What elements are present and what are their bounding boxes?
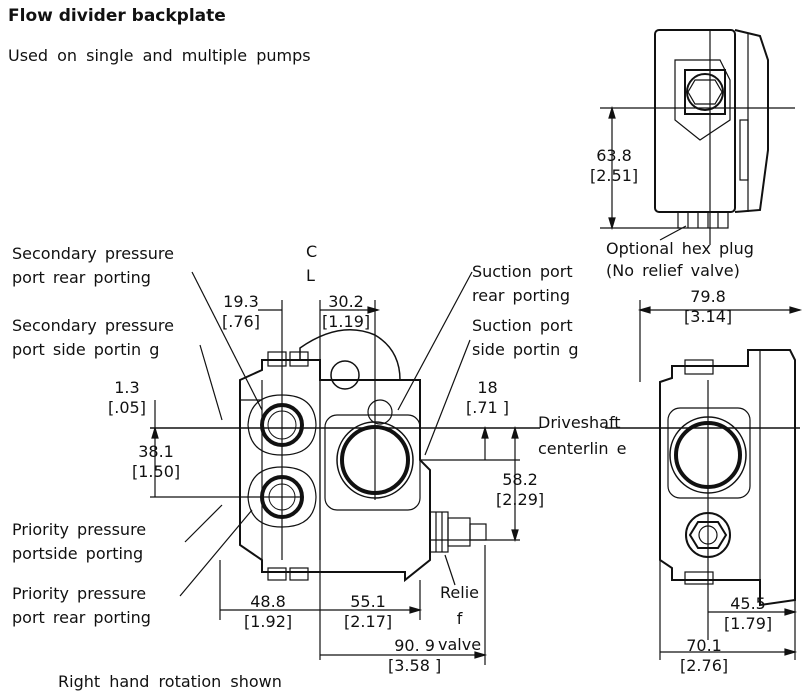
dim-55-1: 55.1[2.17] xyxy=(344,592,393,631)
page-title: Flow divider backplate xyxy=(8,6,226,26)
page-subtitle: Used on single and multiple pumps xyxy=(8,46,311,65)
dim-1-3: 1.3[.05] xyxy=(108,378,146,417)
dim-90-9: 90. 9[3.58 ] xyxy=(388,636,442,675)
rotation-note: Right hand rotation shown xyxy=(58,672,282,691)
dim-58-2: 58.2[2.29] xyxy=(496,470,545,509)
dim-45-5: 45.5[1.79] xyxy=(724,594,773,633)
side-view-top xyxy=(654,29,769,229)
dim-18: 18[.71 ] xyxy=(466,378,510,417)
dim-63-8: 63.8[2.51] xyxy=(590,146,639,185)
dim-19-3: 19.3[.76] xyxy=(222,292,260,331)
dim-30-2: 30.2[1.19] xyxy=(322,292,371,331)
dim-48-8: 48.8[1.92] xyxy=(244,592,293,631)
front-view xyxy=(239,329,487,583)
hex-plug-callout: Optional hex plug(No relief valve) xyxy=(606,239,754,280)
end-view xyxy=(659,349,796,607)
dim-70-1: 70.1[2.76] xyxy=(680,636,729,675)
dim-79-8: 79.8[3.14] xyxy=(684,287,733,326)
dim-38-1: 38.1[1.50] xyxy=(132,442,181,481)
